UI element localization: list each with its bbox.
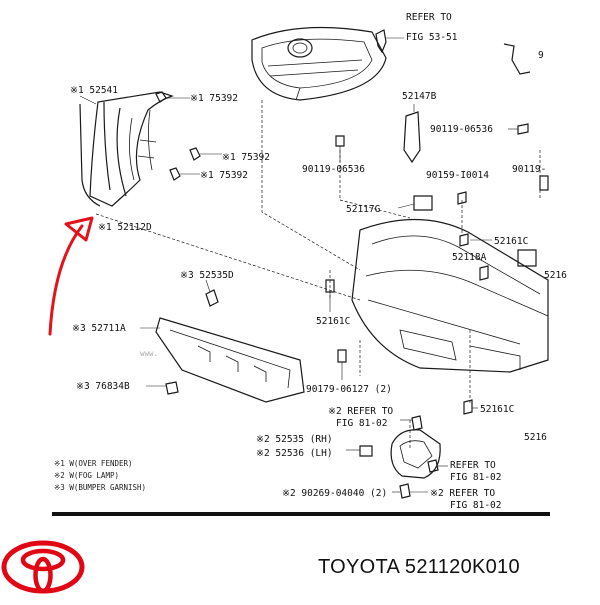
- arrow-head-icon: [64, 216, 94, 242]
- refer-label-81-c: ※2 REFER TO: [430, 488, 495, 499]
- refer-fig-81-b: FIG 81-02: [450, 472, 501, 483]
- part-label-75392-a: ※1 75392: [190, 93, 238, 104]
- part-label-90119-06536-b: 90119-06536: [302, 164, 365, 175]
- over-fender-moulding: [79, 91, 174, 207]
- bumper-garnish: [155, 289, 305, 403]
- refer-label-81-a: ※2 REFER TO: [328, 406, 393, 417]
- part-label-90159: 90159-I0014: [426, 170, 489, 181]
- radiator-grille: [251, 26, 387, 101]
- highlight-arrow: [48, 224, 84, 336]
- part-label-75392-b: ※1 75392: [222, 152, 270, 163]
- part-label-90119-partial: 90119-: [512, 164, 546, 175]
- footnote-2: ※2 W(FOG LAMP): [54, 471, 119, 480]
- diagram-divider: [52, 512, 550, 516]
- refer-label: REFER TO: [406, 12, 452, 23]
- part-label-52147b: 52147B: [402, 91, 437, 102]
- part-label-partial-bottom: 5216: [524, 432, 547, 443]
- footnote-1: ※1 W(OVER FENDER): [54, 459, 133, 468]
- part-label-52161c-c: 52161C: [480, 404, 514, 415]
- part-caption: TOYOTA 521120K010: [318, 556, 520, 578]
- part-label-52161c-a: 52161C: [494, 236, 528, 247]
- refer-fig-81-c: FIG 81-02: [450, 500, 501, 511]
- part-label-5216-partial: 5216: [544, 270, 567, 281]
- part-label-partial-top: 9: [538, 50, 544, 61]
- part-label-76834b: ※3 76834B: [76, 381, 130, 392]
- part-label-90179: 90179-06127 (2): [306, 384, 392, 395]
- part-label-52535-rh: ※2 52535 (RH): [256, 434, 333, 445]
- part-label-52536-lh: ※2 52536 (LH): [256, 448, 333, 459]
- fog-lamp-cover: [359, 415, 441, 499]
- clip-75392: [155, 91, 222, 181]
- bumper-bracket: [403, 104, 421, 164]
- leader-lines: [95, 100, 541, 450]
- part-label-52118a: 52118A: [452, 252, 487, 263]
- part-label-52541: ※1 52541: [70, 85, 118, 96]
- refer-fig: FIG 53-51: [406, 32, 458, 43]
- part-label-90269: ※2 90269-04040 (2): [282, 488, 387, 499]
- part-label-52112d: ※1 52112D: [98, 222, 152, 233]
- part-label-52711a: ※3 52711A: [72, 323, 126, 334]
- toyota-logo: [1, 540, 85, 594]
- refer-label-81-b: REFER TO: [450, 460, 496, 471]
- part-label-52161c-b: 52161C: [316, 316, 350, 327]
- part-label-52535d: ※3 52535D: [180, 270, 234, 281]
- watermark: www.: [140, 349, 158, 358]
- front-bumper-cover: [351, 218, 549, 373]
- footnote-3: ※3 W(BUMPER GARNISH): [54, 483, 146, 492]
- footnotes: ※1 W(OVER FENDER) ※2 W(FOG LAMP) ※3 W(BU…: [54, 459, 146, 492]
- top-partial-refer: REFER TO FIG 53-51: [375, 12, 458, 54]
- part-label-52117g: 52117G: [346, 204, 381, 215]
- part-label-90119-06536-a: 90119-06536: [430, 124, 493, 135]
- refer-fig-81-a: FIG 81-02: [336, 418, 387, 429]
- part-label-75392-c: ※1 75392: [200, 170, 248, 181]
